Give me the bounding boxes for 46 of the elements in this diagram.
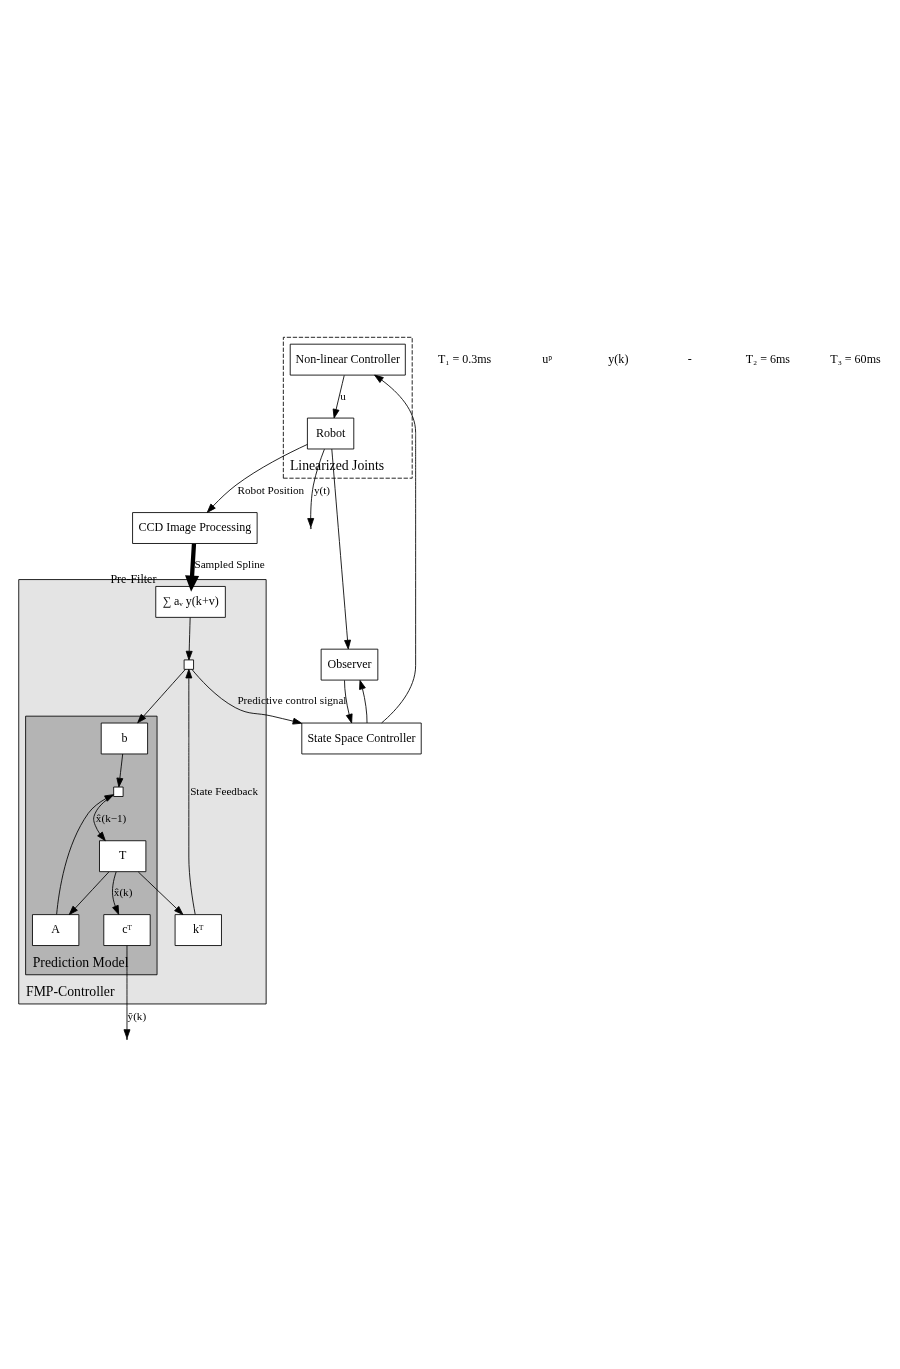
- arrow: [68, 871, 110, 915]
- arrow: [307, 448, 325, 528]
- arrow: [185, 616, 193, 660]
- arrow: [56, 793, 114, 915]
- edge-label: y(t): [313, 483, 331, 496]
- node-box: Robot: [306, 417, 355, 449]
- label: T₁ = 0.3ms: [437, 351, 492, 366]
- edge-label: ŷ(k): [127, 1009, 147, 1022]
- node-box: b: [100, 722, 149, 754]
- arrow: [374, 374, 417, 723]
- edge-label: x̂(k): [113, 885, 133, 898]
- node-box: cᵀ: [103, 913, 151, 946]
- node-box: State Space Controller: [301, 722, 422, 754]
- edge-label: Sampled Spline: [194, 557, 265, 570]
- node-box: CCD Image Processing: [132, 511, 258, 544]
- edge-label: x̂(k−1): [95, 811, 127, 824]
- arrow: [137, 668, 186, 723]
- node-box: Observer: [320, 648, 379, 680]
- edge-label: Robot Position: [237, 483, 305, 496]
- arrow: [191, 668, 303, 725]
- arrow: [332, 374, 345, 418]
- arrow: [137, 871, 184, 915]
- arrow: [344, 679, 353, 723]
- label: T₃ = 60ms: [830, 351, 881, 366]
- node-box: A: [32, 913, 80, 946]
- arrow: [206, 443, 308, 513]
- node-box: [183, 658, 194, 670]
- edge-label: State Feedback: [190, 784, 258, 797]
- edge-label: u: [340, 389, 346, 402]
- label: uᵖ: [542, 351, 552, 366]
- arrow: [185, 543, 200, 592]
- node-box: kᵀ: [174, 913, 222, 946]
- arrow: [116, 753, 124, 787]
- node-box: T: [99, 839, 147, 872]
- label: -: [687, 351, 692, 366]
- arrow: [359, 679, 368, 723]
- node-box: Non-linear Controller: [289, 343, 406, 376]
- arrow: [185, 668, 196, 915]
- arrow: [93, 794, 114, 841]
- node-box: [113, 786, 124, 797]
- edge-label: Predictive control signal: [237, 693, 347, 706]
- arrow: [112, 870, 120, 915]
- node-box: ∑ aᵥ y(k+v): [155, 585, 226, 618]
- arrow: [331, 448, 351, 649]
- label: T₂ = 6ms: [745, 351, 791, 366]
- label: y(k): [608, 351, 629, 366]
